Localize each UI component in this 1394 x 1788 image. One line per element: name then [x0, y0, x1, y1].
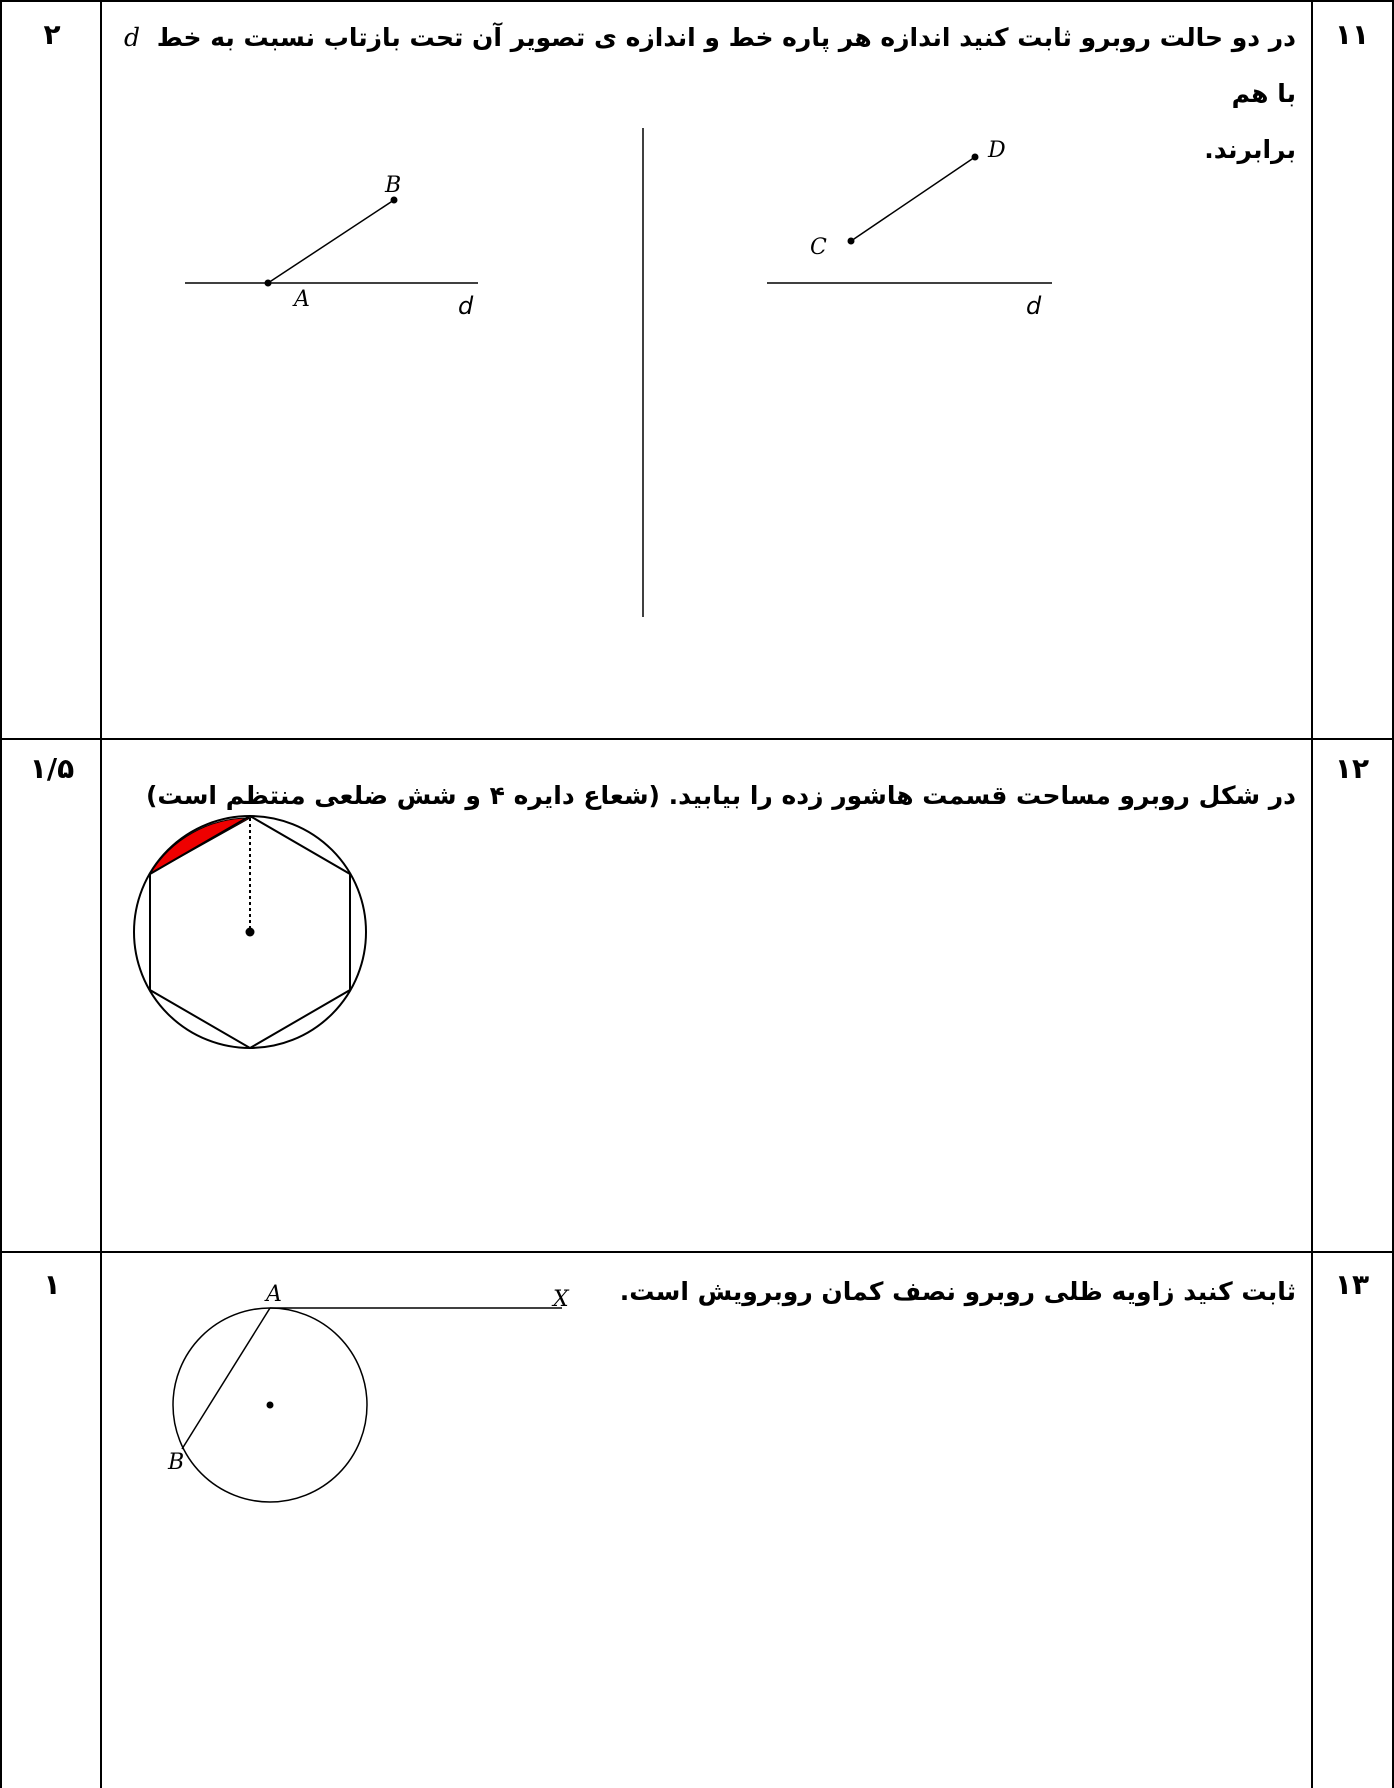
table-border-left	[0, 0, 2, 1788]
regular-hexagon	[149, 814, 351, 1050]
table-border-right	[1392, 0, 1394, 1788]
question-text: در شکل روبرو مساحت قسمت هاشور زده را بیا…	[145, 781, 1296, 810]
question-score: ۱	[43, 1268, 61, 1301]
label-line-d-right: d	[1026, 292, 1042, 320]
circle-center	[266, 1401, 274, 1409]
number-column-divider	[1311, 0, 1313, 1788]
point-b	[390, 196, 398, 204]
label-line-d: d	[458, 292, 474, 320]
question-number: ۱۱	[1334, 18, 1370, 51]
label-a: A	[264, 1282, 282, 1307]
question-score: ۱/۵	[29, 752, 75, 785]
row-divider-2	[0, 1251, 1394, 1253]
question-text-line1: در دو حالت روبرو ثابت کنید اندازه هر پار…	[156, 23, 1296, 52]
point-c	[847, 237, 855, 245]
label-a: A	[292, 287, 310, 312]
row-divider-1	[0, 738, 1394, 740]
score-column-divider	[100, 0, 102, 1788]
point-a	[264, 279, 272, 287]
question-text: ثابت کنید زاویه ظلی روبرو نصف کمان روبرو…	[619, 1277, 1296, 1306]
question-number: ۱۲	[1334, 752, 1370, 785]
question-text: در دو حالت روبرو ثابت کنید اندازه هر پار…	[116, 10, 1296, 178]
question-variable: d	[124, 23, 141, 52]
segment-cd	[850, 156, 976, 242]
question-text-line2: برابرند.	[1204, 135, 1296, 164]
table-border-top	[0, 0, 1394, 2]
question-text-tail: با هم	[1231, 79, 1296, 108]
question-number: ۱۳	[1334, 1268, 1370, 1301]
label-x: X	[551, 1287, 570, 1312]
label-b: B	[167, 1450, 184, 1475]
segment-ab	[267, 199, 395, 284]
circle-center	[245, 927, 255, 937]
label-b: B	[384, 173, 401, 198]
reflection-figure-left: A B d C D d	[185, 128, 1052, 617]
label-d-point: D	[987, 138, 1006, 163]
question-score: ۲	[43, 18, 61, 51]
point-d	[971, 153, 979, 161]
label-c: C	[810, 235, 827, 260]
chord-ab	[181, 1307, 271, 1450]
